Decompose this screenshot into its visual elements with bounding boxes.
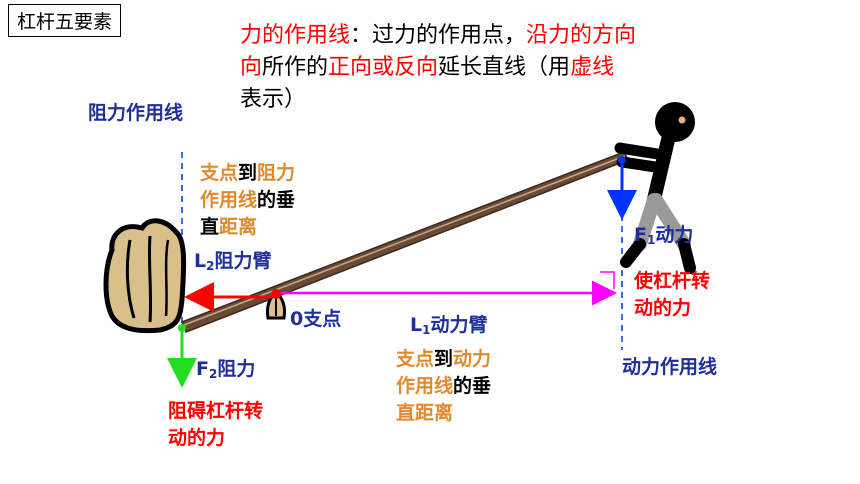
slide-title: 杠杆五要素 — [8, 4, 122, 37]
f2-description: 阻碍杠杆转 动的力 — [168, 400, 264, 449]
fulcrum-point — [271, 289, 281, 299]
resistance-line-label: 阻力作用线 — [88, 102, 184, 124]
l2-description: 支点到阻力 作用线的垂 直距离 — [200, 162, 296, 238]
rock-load — [103, 218, 187, 334]
l1-label: L1动力臂 — [410, 314, 488, 337]
effort-line-label: 动力作用线 — [622, 356, 718, 378]
f1-label: F1动力 — [634, 224, 694, 247]
f1-description: 使杠杆转 动的力 — [634, 270, 711, 319]
right-angle-mark-l1 — [600, 271, 615, 289]
definition-term: 力的作用线 — [240, 23, 351, 48]
l2-label: L2阻力臂 — [194, 250, 272, 273]
l1-description: 支点到动力 作用线的垂 直距离 — [396, 348, 492, 424]
f2-label: F2阻力 — [196, 358, 256, 381]
stick-figure — [614, 102, 696, 274]
definition-text: 力的作用线：过力的作用点，沿力的方向 向所作的正向或反向延长直线（用虚线 表示） — [240, 23, 637, 112]
fulcrum-label: 0支点 — [290, 308, 342, 330]
